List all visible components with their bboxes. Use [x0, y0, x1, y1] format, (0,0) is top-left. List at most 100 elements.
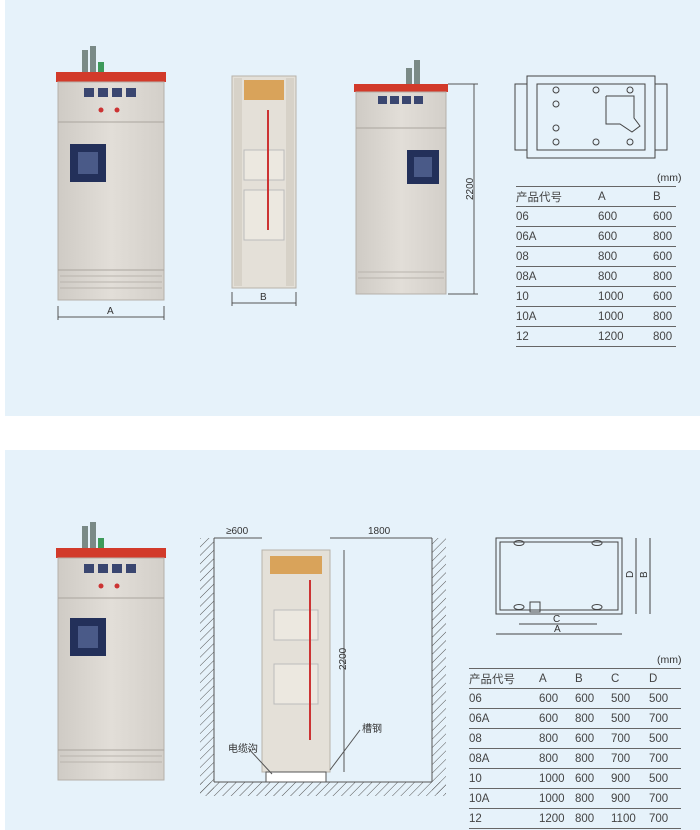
header-b: B — [653, 186, 676, 207]
cabinet-side-icon — [354, 60, 478, 295]
cabinet-front-icon — [56, 46, 166, 320]
cell: 10 — [469, 768, 539, 789]
cell: 1200 — [539, 808, 575, 829]
plan-a-label: A — [554, 624, 561, 635]
header-code: 产品代号 — [469, 668, 539, 689]
cell: 700 — [611, 728, 649, 749]
cell: 500 — [611, 688, 649, 709]
table-header-row: 产品代号 A B C D — [469, 668, 681, 689]
cell: 800 — [575, 788, 611, 809]
cell: 600 — [598, 226, 653, 247]
cabinet-open-icon — [231, 75, 297, 306]
cell: 06A — [469, 708, 539, 729]
cell: 10A — [469, 788, 539, 809]
cell: 1000 — [598, 306, 653, 327]
cell: 600 — [575, 688, 611, 709]
base-plan-icon — [514, 75, 668, 159]
cell: 08 — [469, 728, 539, 749]
cell: 500 — [649, 768, 681, 789]
cell: 08A — [469, 748, 539, 769]
installation-section-icon — [200, 537, 446, 796]
header-code: 产品代号 — [516, 186, 598, 207]
cell: 06A — [516, 226, 598, 247]
clearance-label: ≥600 — [226, 526, 249, 537]
cell: 800 — [575, 748, 611, 769]
cell: 1000 — [598, 286, 653, 307]
cell: 08A — [516, 266, 598, 287]
cell: 500 — [611, 708, 649, 729]
cell: 700 — [649, 808, 681, 829]
cell: 800 — [539, 728, 575, 749]
height-label: 2200 — [465, 177, 476, 200]
cell: 12 — [516, 326, 598, 347]
height-label-bottom: 2200 — [338, 647, 349, 670]
cell: 700 — [649, 708, 681, 729]
cell: 600 — [539, 688, 575, 709]
header-a: A — [539, 668, 575, 689]
cell: 1000 — [539, 768, 575, 789]
header-c: C — [611, 668, 649, 689]
cell: 800 — [653, 266, 676, 287]
cable-trench-label: 电缆沟 — [228, 744, 258, 755]
cell: 06 — [469, 688, 539, 709]
table-header-row: 产品代号 A B — [516, 186, 676, 207]
cell: 08 — [516, 246, 598, 267]
cell: 800 — [653, 226, 676, 247]
cell: 700 — [611, 748, 649, 769]
rear-space-label: 1800 — [368, 526, 391, 537]
cell: 06 — [516, 206, 598, 227]
cell: 800 — [575, 708, 611, 729]
channel-steel-label: 槽钢 — [362, 724, 382, 735]
cell: 800 — [539, 748, 575, 769]
cell: 1200 — [598, 326, 653, 347]
header-a: A — [598, 186, 653, 207]
cell: 900 — [611, 788, 649, 809]
cell: 1100 — [611, 808, 649, 829]
header-d: D — [649, 668, 681, 689]
cell: 800 — [598, 266, 653, 287]
cabinet-front-bottom-icon — [56, 522, 166, 781]
cell: 500 — [649, 688, 681, 709]
cell: 600 — [653, 206, 676, 227]
cell: 600 — [653, 246, 676, 267]
dim-a-label: A — [107, 306, 114, 317]
header-b: B — [575, 668, 611, 689]
cell: 10A — [516, 306, 598, 327]
cell: 500 — [649, 728, 681, 749]
cell: 600 — [575, 768, 611, 789]
cell: 600 — [598, 206, 653, 227]
unit-label: (mm) — [657, 172, 682, 184]
cell: 600 — [575, 728, 611, 749]
plan-c-label: C — [553, 614, 561, 625]
dim-b-label: B — [260, 292, 267, 303]
cell: 600 — [539, 708, 575, 729]
cell: 800 — [575, 808, 611, 829]
cell: 800 — [653, 326, 676, 347]
bottom-plan-icon — [495, 537, 651, 635]
cell: 700 — [649, 788, 681, 809]
cell: 800 — [653, 306, 676, 327]
unit-label-bottom: (mm) — [657, 654, 682, 666]
cell: 600 — [653, 286, 676, 307]
cell: 700 — [649, 748, 681, 769]
cell: 12 — [469, 808, 539, 829]
cell: 900 — [611, 768, 649, 789]
cell: 800 — [598, 246, 653, 267]
cell: 1000 — [539, 788, 575, 809]
